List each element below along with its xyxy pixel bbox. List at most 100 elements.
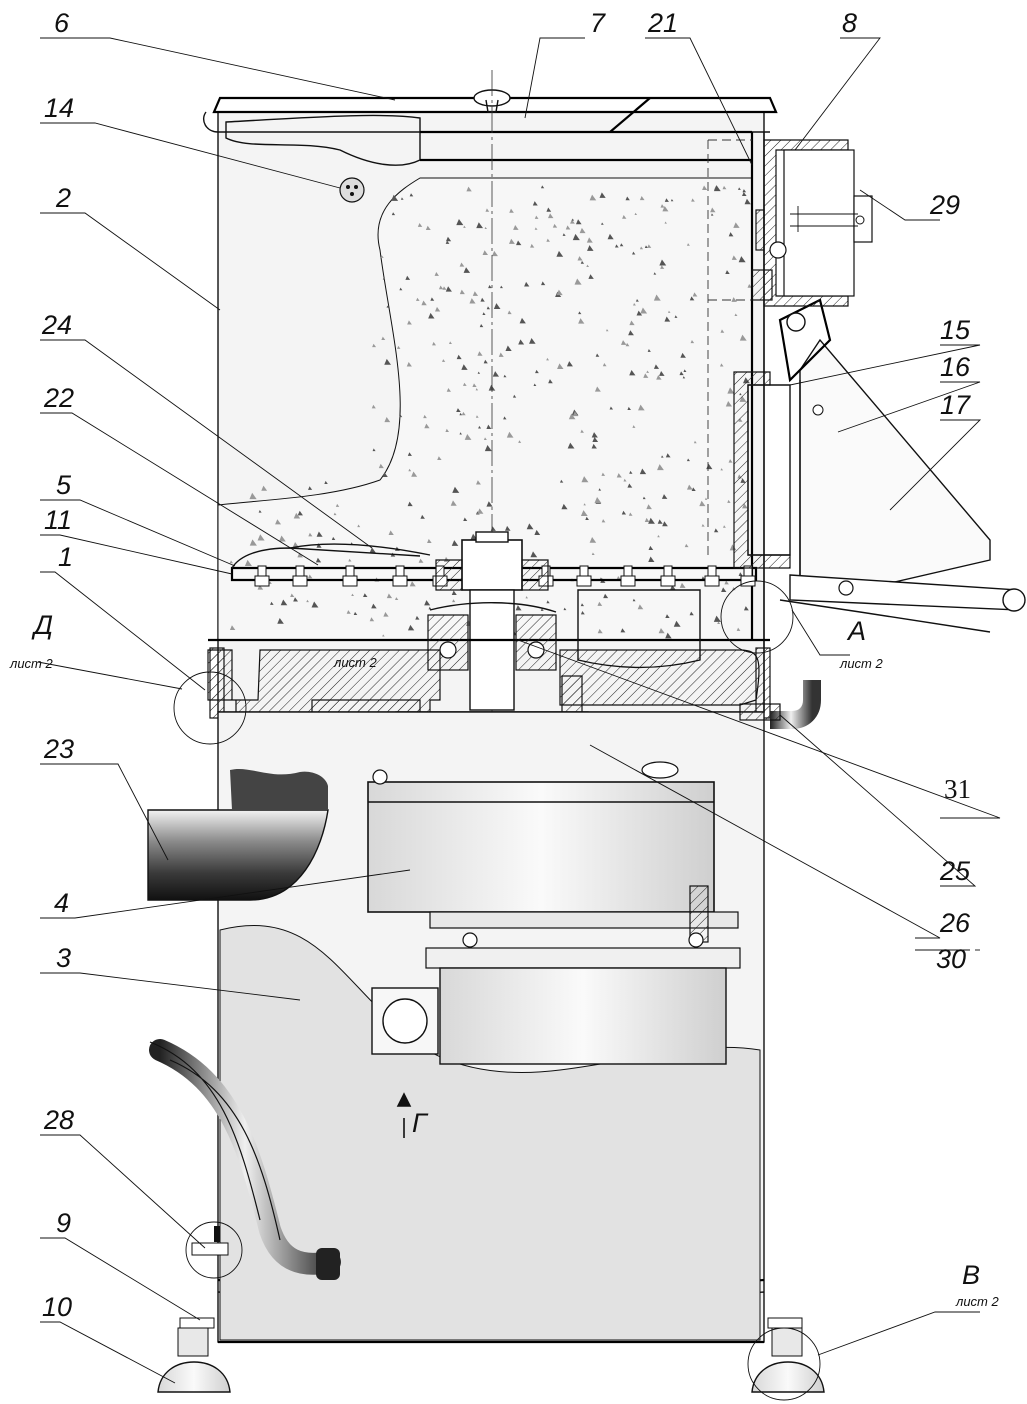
speckle: [476, 480, 481, 485]
speckle: [530, 551, 538, 558]
speckle: [648, 545, 654, 550]
disc-bolt-head: [623, 565, 633, 577]
speckle: [418, 558, 424, 563]
disc-bolt: [660, 575, 676, 587]
speckle: [548, 379, 553, 384]
speckle: [534, 227, 538, 230]
speckle: [464, 434, 472, 440]
speckle: [484, 445, 492, 452]
speckle: [736, 627, 741, 631]
speckle: [498, 352, 504, 357]
speckle: [493, 303, 501, 309]
speckle: [556, 250, 564, 257]
speckle: [633, 302, 636, 306]
speckle: [417, 223, 423, 227]
speckle: [518, 339, 525, 345]
detail-sheet-d: лист 2: [9, 656, 54, 671]
speckle: [308, 532, 313, 537]
speckle: [660, 204, 665, 208]
speckle: [335, 503, 340, 507]
speckle: [249, 492, 257, 500]
speckle: [605, 328, 609, 332]
speckle: [450, 500, 457, 506]
speckle: [456, 354, 462, 360]
speckle: [659, 259, 667, 266]
disc-bolt-head: [395, 565, 405, 577]
speckle: [484, 226, 487, 229]
speckle: [297, 510, 303, 516]
speckle: [739, 334, 747, 341]
disc-bolt: [292, 575, 308, 587]
callout-6: 6: [54, 8, 70, 38]
speckle: [386, 593, 393, 599]
callout-17: 17: [940, 390, 971, 420]
speckle: [713, 615, 721, 622]
speckle: [463, 382, 467, 386]
speckle: [378, 463, 384, 469]
speckle: [662, 206, 669, 212]
lid: [212, 96, 778, 114]
callout-14: 14: [44, 93, 74, 123]
speckle: [744, 198, 751, 205]
speckle: [743, 606, 749, 611]
callout-10: 10: [42, 1292, 72, 1322]
callout-24: 24: [41, 310, 72, 340]
speckle: [572, 411, 579, 417]
speckle: [691, 198, 695, 202]
speckle: [503, 416, 507, 420]
speckle: [485, 208, 490, 212]
speckle: [397, 345, 401, 349]
speckle: [628, 330, 634, 336]
speckle: [738, 256, 746, 263]
speckle: [482, 312, 486, 316]
speckle: [728, 459, 733, 463]
speckle: [275, 519, 282, 525]
speckle: [561, 503, 568, 510]
speckle: [577, 256, 583, 261]
speckle: [461, 411, 466, 416]
speckle: [293, 512, 301, 519]
speckle: [728, 232, 734, 237]
speckle: [727, 387, 735, 394]
speckle: [727, 499, 731, 503]
speckle: [244, 559, 252, 567]
callout-8: 8: [842, 8, 857, 38]
callout-23: 23: [43, 734, 74, 764]
speckle: [316, 531, 323, 537]
speckle: [432, 341, 437, 346]
speckle: [463, 225, 466, 228]
speckle: [738, 572, 743, 576]
speckle: [333, 512, 337, 516]
foot-right: [751, 1317, 825, 1393]
speckle: [644, 517, 650, 522]
speckle: [477, 371, 481, 374]
speckle: [684, 543, 689, 548]
speckle: [710, 213, 714, 216]
speckle: [556, 289, 563, 296]
speckle: [383, 611, 389, 617]
speckle: [679, 582, 686, 588]
speckle: [638, 404, 645, 411]
speckle: [315, 557, 322, 563]
speckle: [741, 192, 747, 197]
speckle: [644, 245, 648, 248]
speckle: [477, 351, 483, 356]
speckle: [647, 244, 652, 248]
speckle: [563, 607, 567, 611]
speckle: [229, 625, 236, 631]
speckle: [570, 219, 575, 224]
speckle: [653, 272, 657, 275]
speckle: [665, 614, 670, 619]
speckle: [524, 281, 530, 287]
speckle: [565, 225, 571, 230]
speckle: [640, 307, 648, 314]
speckle: [249, 539, 257, 546]
speckle: [747, 283, 752, 288]
disc-bolt: [342, 575, 358, 587]
speckle: [686, 484, 693, 490]
callout-labels: 6 14 2 24 22 5 11 1 23 4 3 28 9 10 7 21 …: [9, 8, 1000, 1322]
callout-30: 30: [936, 944, 966, 974]
speckle: [588, 274, 594, 279]
speckle: [601, 222, 604, 225]
